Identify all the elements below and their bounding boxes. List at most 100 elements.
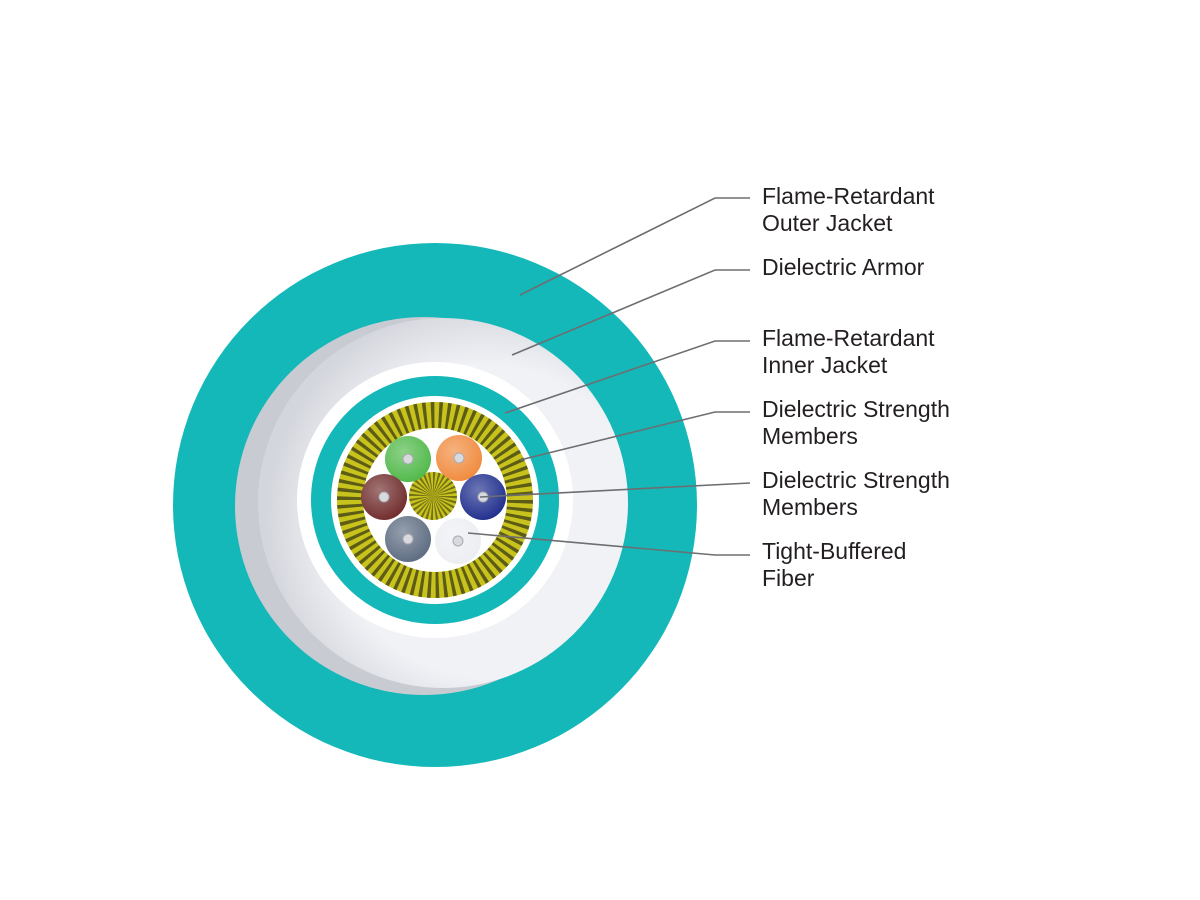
central-member-strand [433, 472, 441, 496]
strength-yarn-strand [506, 500, 533, 504]
strength-yarn-strand [404, 405, 416, 432]
fiber-core [452, 535, 464, 547]
strength-yarn-strand [502, 465, 528, 478]
strength-yarn-strand [349, 534, 374, 551]
fiber-core [402, 453, 414, 465]
strength-yarn-strand [337, 487, 364, 494]
central-member-strand [433, 496, 457, 504]
central-member-strand [433, 472, 436, 496]
strength-yarn-strand [430, 402, 435, 429]
strength-yarn-strand [367, 426, 388, 448]
central-member-strand [425, 496, 433, 520]
fiber-orange [436, 435, 482, 481]
strength-yarn-strand [451, 404, 461, 431]
strength-yarn-strand [342, 522, 368, 535]
label-dielectric-armor: Dielectric Armor [762, 254, 925, 280]
central-member-strand [433, 496, 448, 517]
fiber-slate [385, 516, 431, 562]
central-member-strand [433, 490, 457, 496]
central-member-strand [409, 493, 433, 496]
strength-yarn-strand [343, 462, 369, 475]
central-member-strand [420, 496, 433, 518]
label-outer-jacket: Flame-Retardant Outer Jacket [762, 183, 941, 236]
central-strength-member [409, 472, 457, 520]
strength-yarn-strand [499, 457, 525, 472]
strength-yarn-strand [501, 525, 527, 538]
leader-lines [467, 197, 751, 556]
strength-yarn-strand [373, 421, 393, 444]
strength-yarn-strand [413, 403, 422, 430]
fiber-core [378, 491, 390, 503]
strength-yarn-strand [466, 563, 482, 588]
leader-tight-buffered-fiber [467, 532, 750, 556]
central-member-strand [433, 481, 454, 496]
central-member-strand [422, 473, 433, 496]
central-member-strand [433, 496, 457, 499]
leader-strength-members-2 [479, 482, 751, 498]
strength-yarn-strand [444, 402, 452, 430]
strength-yarn-strand [364, 550, 386, 571]
strength-yarn-strand [350, 446, 375, 464]
central-member-strand [409, 496, 433, 502]
central-member-strand [433, 474, 446, 496]
central-member-strand [416, 496, 433, 515]
strength-yarn-strand [435, 571, 440, 598]
strength-yarn-strand [489, 435, 512, 455]
strength-yarn-strand [448, 570, 457, 597]
strength-yarn-strand [381, 416, 398, 440]
central-member-strand [418, 475, 433, 496]
label-strength-members-2: Dielectric Strength Members [762, 467, 956, 520]
central-member-strand [409, 488, 433, 496]
strength-yarn-strand [474, 418, 492, 442]
strength-yarn-strand [442, 571, 449, 598]
central-member-strand [433, 496, 455, 509]
strength-yarn-strand [355, 439, 379, 458]
strength-yarn-strand [438, 402, 444, 429]
strength-yarn-strand [493, 442, 517, 460]
strength-yarn-strand [421, 402, 428, 429]
strength-yarn-strand [396, 408, 410, 434]
central-member-strand [414, 479, 433, 496]
strength-yarn-strand [418, 570, 426, 598]
strength-yarn-strand [385, 562, 401, 587]
strength-yarn-strand [495, 536, 520, 554]
central-member-strand [410, 496, 433, 507]
strength-yarn-strand [346, 454, 372, 469]
strength-yarn-strand [477, 556, 497, 579]
strength-yarn-strand [337, 496, 364, 500]
strength-yarn-strand [505, 512, 532, 522]
central-member-strand [433, 485, 456, 496]
strength-yarn-strand [426, 571, 432, 598]
strength-yarn-strand [340, 470, 367, 481]
strength-yarn-strand [487, 547, 509, 568]
central-member-strand [433, 496, 444, 519]
strength-yarn-strand [337, 503, 364, 509]
leader-strength-members-1 [519, 411, 750, 461]
strength-yarn-strand [491, 542, 515, 561]
central-member-strand [430, 496, 433, 520]
strength-yarn-strand [353, 540, 377, 558]
strength-yarn-strand [482, 552, 503, 574]
strength-yarn-strand [505, 482, 532, 490]
label-tight-buffered-fiber: Tight-Buffered Fiber [762, 538, 913, 591]
strength-yarn-strand [503, 519, 530, 530]
central-member-strand [433, 477, 450, 496]
fiber-core [453, 452, 465, 464]
central-member-strand [433, 496, 452, 513]
strength-yarn-strand [388, 412, 404, 437]
leader-outer-jacket [519, 197, 750, 296]
fiber-brown [361, 474, 407, 520]
central-member-strand [427, 472, 433, 496]
strength-yarn-strand [371, 554, 391, 577]
strength-yarn-strand [409, 569, 419, 596]
strength-yarn-strand [460, 566, 474, 592]
strength-yarn-strand [504, 473, 531, 484]
strength-yarn-strand [454, 568, 466, 595]
strength-yarn-strand [361, 432, 383, 453]
fiber-white [435, 518, 481, 564]
strength-yarn-strand [345, 528, 371, 543]
strength-yarn-strand [484, 429, 506, 450]
strength-yarn-strand [498, 531, 524, 546]
